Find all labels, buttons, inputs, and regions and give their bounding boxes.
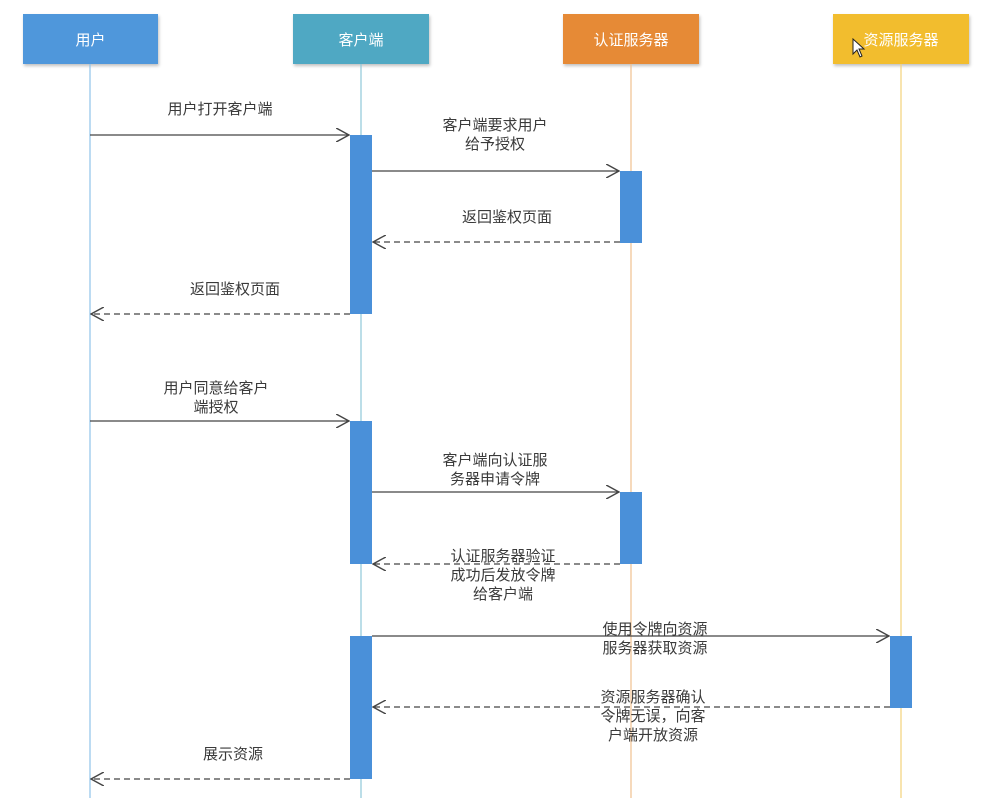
label-m2: 客户端要求用户给予授权: [442, 116, 548, 153]
label-m1: 用户打开客户端: [167, 100, 273, 118]
label-m9: 资源服务器确认令牌无误，向客户端开放资源: [600, 688, 706, 744]
activation-client-2: [350, 421, 372, 564]
activation-auth-2: [620, 492, 642, 564]
mouse-cursor-icon: [852, 38, 866, 58]
label-m10: 展示资源: [202, 745, 263, 763]
activation-client-3: [350, 636, 372, 779]
activation-auth-1: [620, 171, 642, 243]
actor-client: 客户端: [293, 14, 429, 64]
actor-user: 用户: [23, 14, 158, 64]
label-m4: 返回鉴权页面: [189, 280, 280, 298]
activation-resource-1: [890, 636, 912, 708]
label-m8: 使用令牌向资源服务器获取资源: [602, 620, 708, 657]
label-m3: 返回鉴权页面: [461, 208, 552, 226]
label-m6: 客户端向认证服务器申请令牌: [442, 451, 548, 488]
actor-auth-server: 认证服务器: [563, 14, 699, 64]
activation-client-1: [350, 135, 372, 314]
label-m7: 认证服务器验证成功后发放令牌给客户端: [450, 547, 556, 603]
actor-resource-server: 资源服务器: [833, 14, 969, 64]
label-m5: 用户同意给客户端授权: [163, 379, 269, 416]
